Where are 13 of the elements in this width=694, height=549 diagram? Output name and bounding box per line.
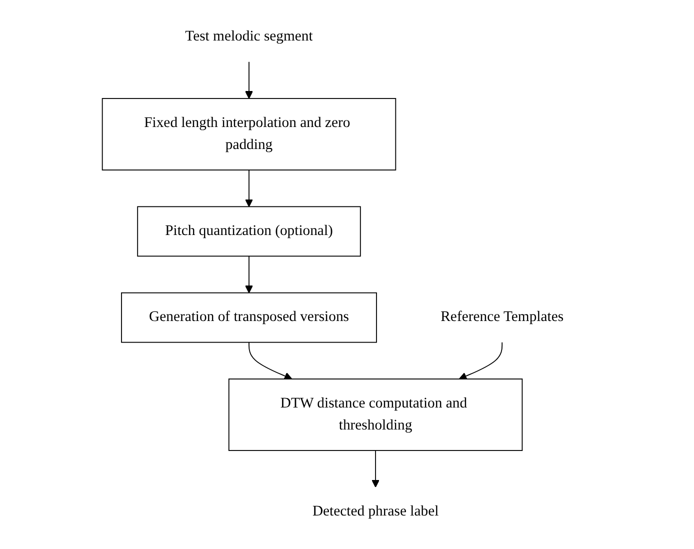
arrow <box>372 450 380 488</box>
arrow <box>245 61 254 99</box>
arrow <box>459 342 503 380</box>
arrow <box>245 256 254 294</box>
node-box: Fixed length interpolation and zero padding <box>102 98 396 170</box>
node-text: Reference Templates <box>440 309 564 325</box>
arrow <box>248 342 293 380</box>
node-box: Pitch quantization (optional) <box>137 206 362 257</box>
node-text: Detected phrase label <box>312 504 439 520</box>
node-box: Generation of transposed versions <box>121 292 378 343</box>
arrow <box>245 170 254 208</box>
node-text: Test melodic segment <box>185 28 314 44</box>
node-box: DTW distance computation and thresholding <box>228 378 523 451</box>
